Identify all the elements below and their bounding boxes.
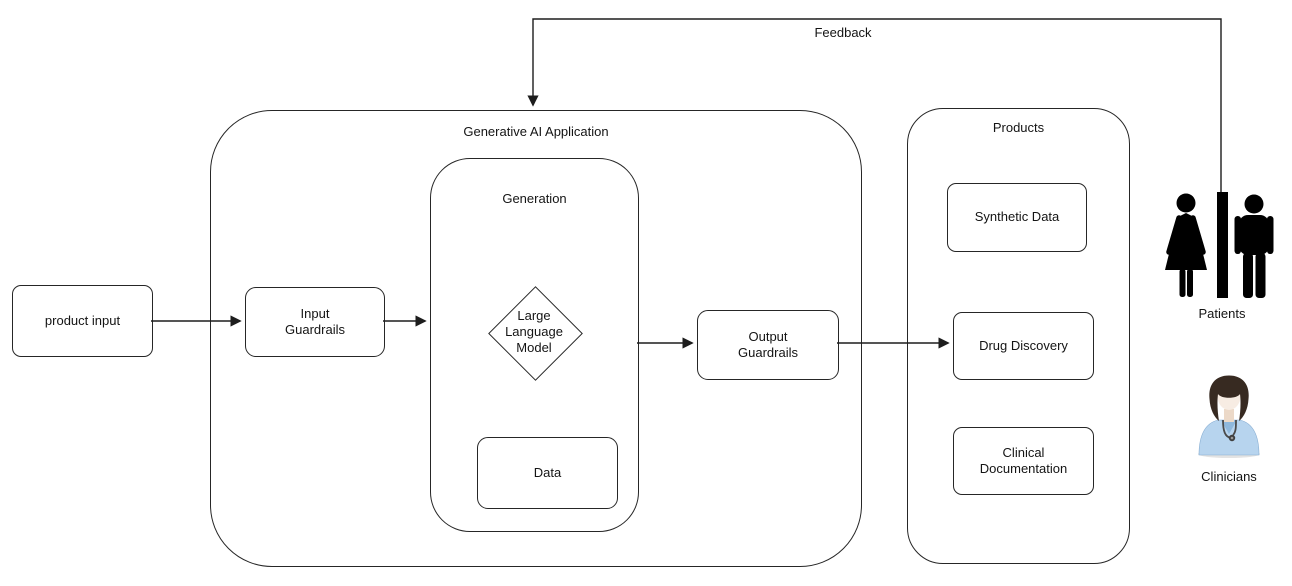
node-synthetic-data: Synthetic Data [947,183,1087,252]
node-drug-discovery: Drug Discovery [953,312,1094,380]
patients-restroom-icon [1165,192,1274,298]
clinician-avatar-icon [1198,375,1260,458]
generation-label: Generation [502,191,567,206]
clinician-vneck [1221,420,1237,434]
node-product-input: product input [12,285,153,357]
clinician-stethoscope-tube-right [1232,419,1237,436]
products-label: Products [992,120,1045,135]
female-figure-icon [1165,193,1207,297]
data-label: Data [533,464,562,480]
node-input-guardrails: Input Guardrails [245,287,385,357]
input-guardrails-label: Input Guardrails [285,305,345,337]
drug-discovery-label: Drug Discovery [979,337,1068,353]
clinical-documentation-label: Clinical Documentation [979,444,1068,476]
generative-ai-application-label: Generative AI Application [463,124,609,139]
male-figure-icon [1234,194,1274,298]
large-language-model-label: Large Language Model [505,308,563,355]
patients-label: Patients [1198,306,1246,321]
clinician-hair [1209,375,1249,421]
clinician-neck [1224,409,1234,422]
synthetic-data-label: Synthetic Data [974,209,1060,225]
node-clinical-documentation: Clinical Documentation [953,427,1094,495]
output-guardrails-label: Output Guardrails [738,328,798,360]
product-input-label: product input [44,312,121,328]
clinician-stethoscope-chestpiece-center [1230,436,1234,440]
node-output-guardrails: Output Guardrails [697,310,839,380]
clinicians-label: Clinicians [1201,469,1257,484]
node-data: Data [477,437,618,509]
restroom-divider-bar [1217,192,1228,298]
feedback-edge-label: Feedback [814,25,872,40]
